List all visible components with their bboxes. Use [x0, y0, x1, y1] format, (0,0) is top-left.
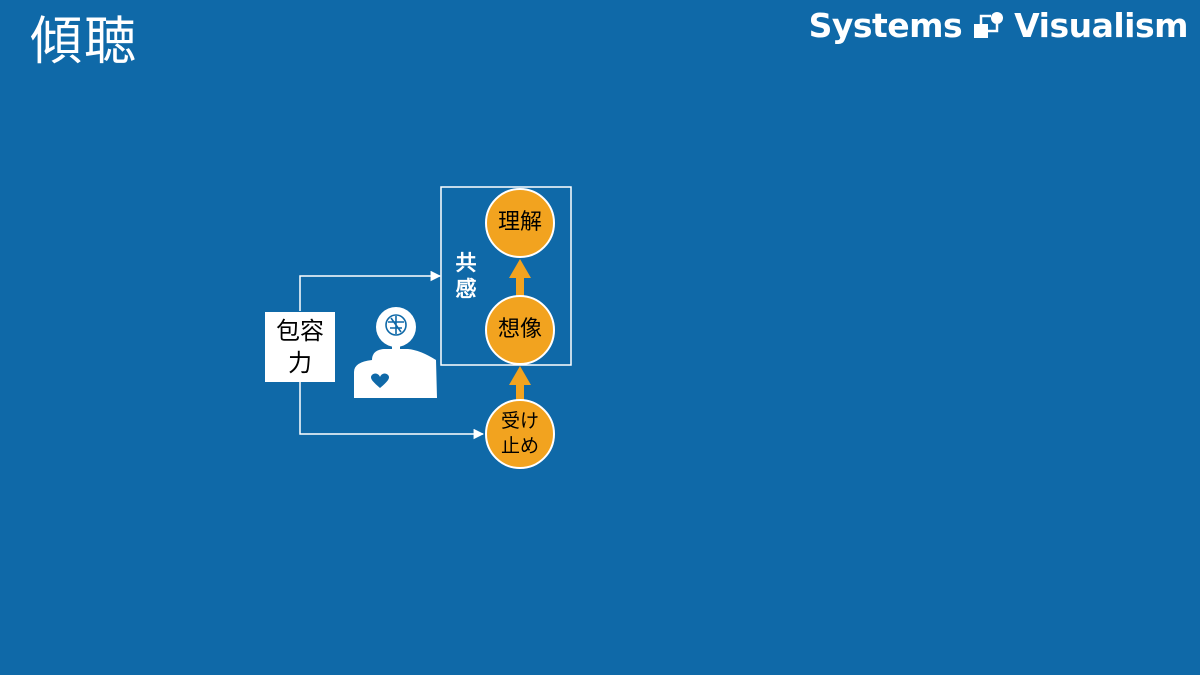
- acceptance-label-line1: 受け: [500, 410, 539, 432]
- imagination-label: 想像: [497, 317, 542, 342]
- arrow-imagination-to-understanding: [509, 259, 531, 296]
- imagination-node: 想像: [485, 295, 555, 365]
- slide-title: 傾聴: [30, 12, 139, 72]
- understanding-label: 理解: [497, 210, 542, 235]
- brand-right-text: Visualism: [1014, 6, 1188, 45]
- connector-to-acceptance: [299, 382, 485, 440]
- person-brain-heart-icon: [354, 307, 437, 398]
- systems-visualism-logo-icon: [974, 11, 1004, 38]
- empathy-label: 共感: [455, 251, 477, 301]
- understanding-node: 理解: [485, 188, 555, 258]
- arrow-acceptance-to-imagination: [509, 366, 531, 400]
- connector-to-empathy: [299, 270, 442, 311]
- acceptance-label-line2: 止め: [500, 435, 539, 457]
- tolerance-label-line1: 包容: [276, 317, 324, 345]
- heart-icon: [370, 373, 390, 388]
- tolerance-box: 包容 力: [265, 312, 335, 382]
- acceptance-node: 受け 止め: [485, 399, 555, 469]
- brand-left-text: Systems: [808, 6, 963, 45]
- brand-logo: Systems Visualism: [808, 6, 1189, 45]
- tolerance-label-line2: 力: [288, 349, 312, 377]
